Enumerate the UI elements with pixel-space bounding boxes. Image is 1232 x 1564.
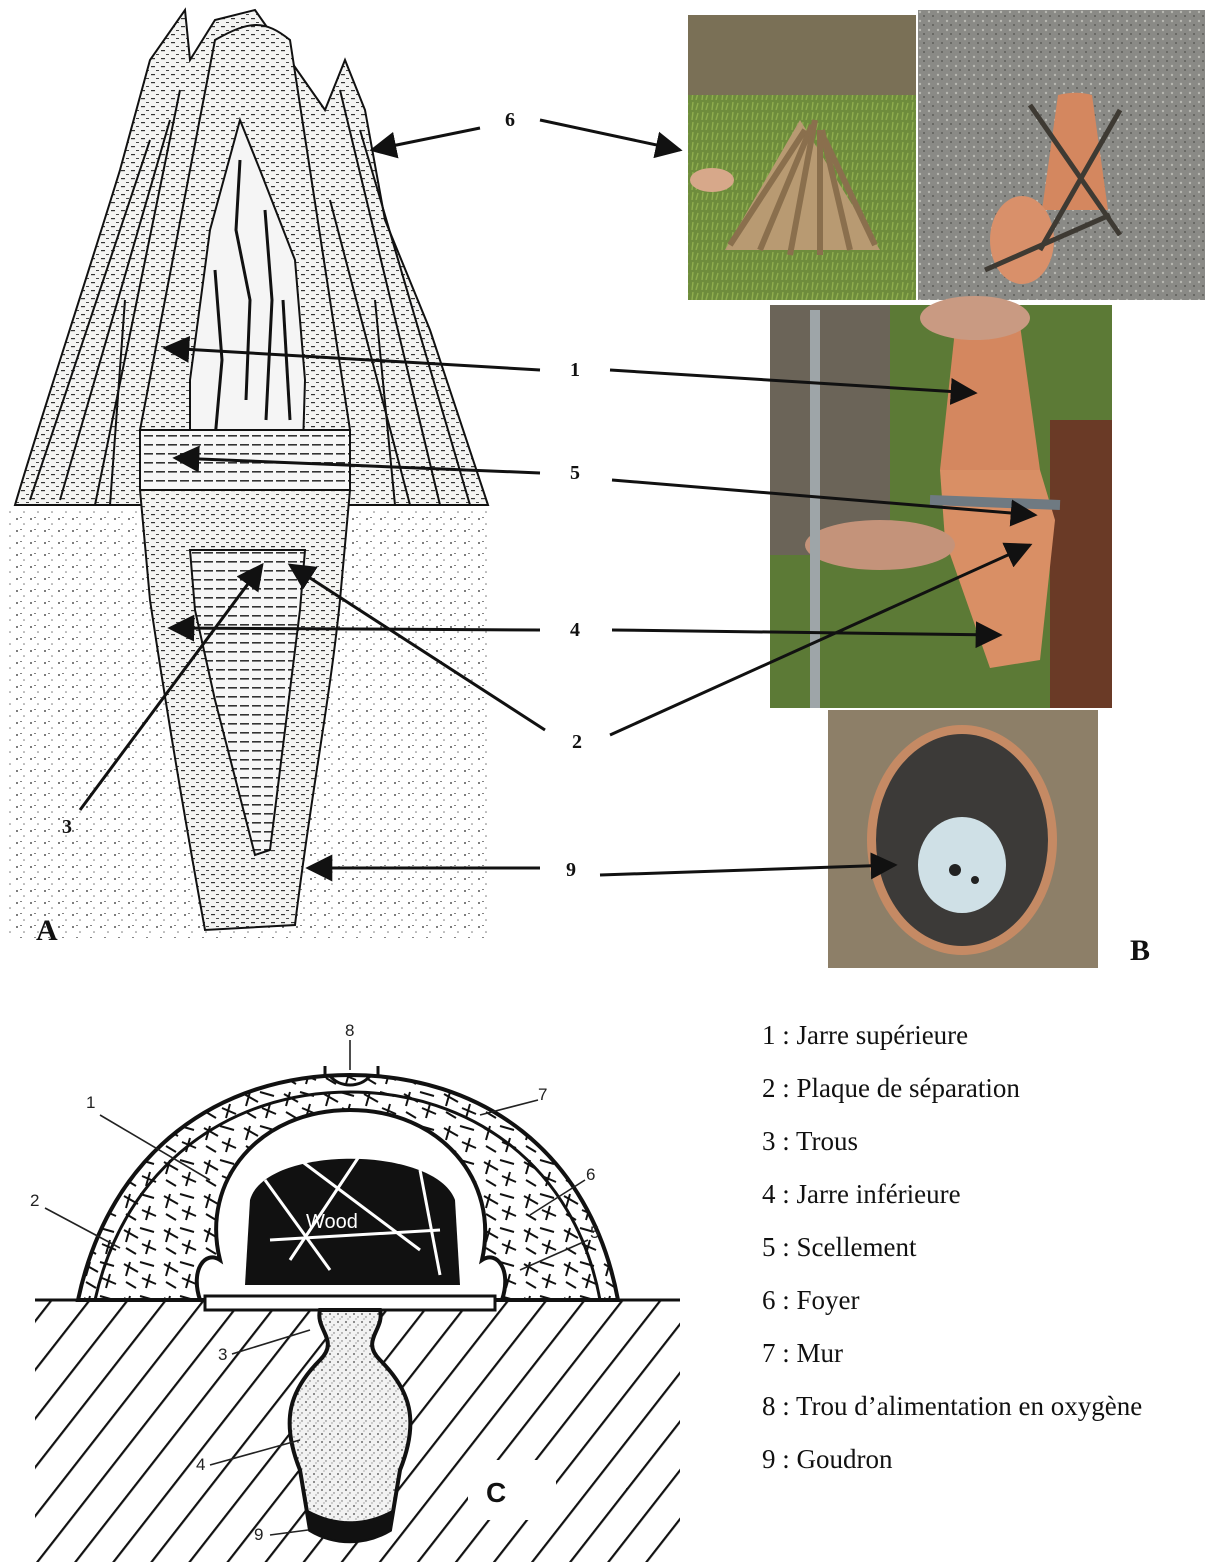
panel-b-letter: B xyxy=(1130,934,1150,967)
legend-list: 1 : Jarre supérieure 2 : Plaque de sépar… xyxy=(762,1018,1232,1495)
c-number-4: 4 xyxy=(196,1455,205,1474)
wood-label: Wood xyxy=(306,1211,358,1233)
c-number-7: 7 xyxy=(538,1085,547,1104)
c-number-6: 6 xyxy=(586,1165,595,1184)
callout-9: 9 xyxy=(566,859,576,881)
c-number-5: 5 xyxy=(590,1223,599,1242)
photo-wood-pile xyxy=(688,15,916,300)
legend-item-8: 8 : Trou d’alimentation en oxygène xyxy=(762,1389,1232,1442)
legend-item-1: 1 : Jarre supérieure xyxy=(762,1018,1232,1071)
callout-4: 4 xyxy=(570,619,580,641)
arrow-6-right xyxy=(540,120,680,150)
panel-c-diagram: Wood 8 1 2 3 4 9 7 6 5 C xyxy=(30,1021,680,1562)
callout-1: 1 xyxy=(570,359,580,381)
photo-pots-on-ash xyxy=(918,10,1205,300)
legend-item-9: 9 : Goudron xyxy=(762,1442,1232,1495)
arrow-4-left xyxy=(170,628,540,630)
legend-item-7: 7 : Mur xyxy=(762,1336,1232,1389)
legend-item-6: 6 : Foyer xyxy=(762,1283,1232,1336)
callout-6: 6 xyxy=(505,109,515,131)
panel-b-photos: B xyxy=(688,10,1205,968)
panel-c-plate xyxy=(205,1296,495,1310)
callout-2: 2 xyxy=(572,731,582,753)
panel-a-illustration: A xyxy=(8,10,488,947)
callout-3: 3 xyxy=(62,816,72,838)
photo-jar-top-view xyxy=(828,710,1098,968)
callout-5: 5 xyxy=(570,462,580,484)
legend-item-2: 2 : Plaque de séparation xyxy=(762,1071,1232,1124)
c-number-9: 9 xyxy=(254,1525,263,1544)
legend-item-4: 4 : Jarre inférieure xyxy=(762,1177,1232,1230)
c-number-2: 2 xyxy=(30,1191,39,1210)
panel-c-wood: Wood xyxy=(245,1155,460,1285)
legend-item-3: 3 : Trous xyxy=(762,1124,1232,1177)
photo-jar-assembly xyxy=(770,296,1112,708)
c-number-3: 3 xyxy=(218,1345,227,1364)
panel-a-letter: A xyxy=(36,914,58,947)
arrow-6-left xyxy=(372,128,480,150)
c-number-8: 8 xyxy=(345,1021,354,1040)
c-number-1: 1 xyxy=(86,1093,95,1112)
panel-c-letter: C xyxy=(486,1477,506,1508)
legend-item-5: 5 : Scellement xyxy=(762,1230,1232,1283)
